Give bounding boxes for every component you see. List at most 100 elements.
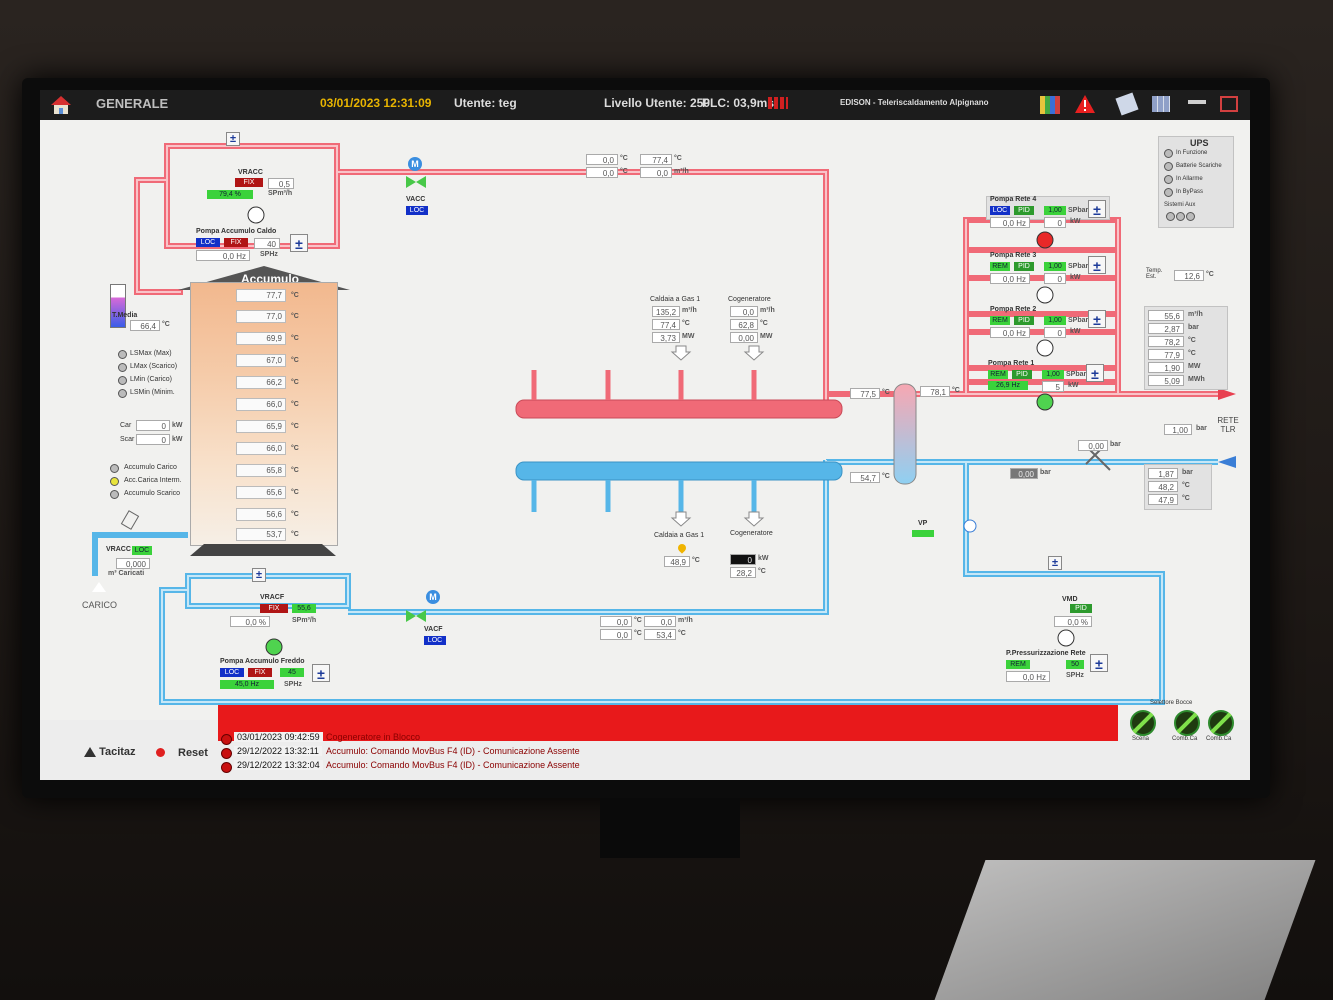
- selector-knob-3[interactable]: [1208, 710, 1234, 736]
- level-label-3: LMin (Carico): [130, 376, 173, 383]
- tacitaz-button[interactable]: Tacitaz: [84, 746, 144, 768]
- back-icon[interactable]: [1188, 100, 1206, 104]
- reset-button[interactable]: Reset: [148, 738, 214, 768]
- pompa-freddo-fix: FIX: [248, 668, 272, 677]
- p-low-value: 0,00: [1010, 468, 1038, 479]
- accumulo-temp-8: 66,0: [236, 442, 286, 455]
- mode-led-2[interactable]: [110, 477, 119, 486]
- carico-arrow-icon: [92, 582, 106, 592]
- vracc-label: VRACC: [238, 169, 263, 176]
- pompa-freddo-adjust-button[interactable]: ±: [312, 664, 330, 682]
- accumulo-temp-5: 66,2: [236, 376, 286, 389]
- pompa-caldo-adjust-button[interactable]: ±: [290, 234, 308, 252]
- selector-knob-1[interactable]: [1130, 710, 1156, 736]
- cold-manifold: [515, 461, 843, 481]
- pump-2-setpoint[interactable]: 1,00: [1044, 316, 1066, 325]
- vacc-motor-icon: M: [408, 157, 422, 171]
- chart-icon[interactable]: [1040, 96, 1060, 114]
- pompa-freddo-label: Pompa Accumulo Freddo: [220, 658, 305, 665]
- accumulo-unit-2: °C: [291, 313, 299, 320]
- pompa-caldo-setpoint[interactable]: 40: [254, 238, 280, 249]
- accumulo-unit-12: °C: [291, 531, 299, 538]
- vracf-value[interactable]: 55,6: [292, 604, 316, 613]
- exit-icon[interactable]: [1220, 96, 1238, 112]
- user-label: Utente: teg: [454, 96, 517, 110]
- caldaia-bottom-temp: 48,9: [664, 556, 690, 567]
- accumulo-temp-1: 77,7: [236, 289, 286, 302]
- pump-3-setpoint[interactable]: 1,00: [1044, 262, 1066, 271]
- vracc-fix-tag: FIX: [235, 178, 263, 187]
- pump-4-setpoint[interactable]: 1,00: [1044, 206, 1066, 215]
- vmd-pid: PID: [1070, 604, 1092, 613]
- pump-2-unit: SPbar: [1068, 317, 1089, 324]
- home-icon[interactable]: [48, 94, 74, 116]
- accumulo-unit-6: °C: [291, 401, 299, 408]
- ups-title: UPS: [1190, 138, 1209, 148]
- accumulo-temp-7: 65,9: [236, 420, 286, 433]
- pompa-freddo-setpoint[interactable]: 45: [280, 668, 304, 677]
- pump-4-hz: 0,0 Hz: [990, 217, 1030, 228]
- reset-icon: [156, 748, 165, 757]
- return-reading-2-unit: °C: [1182, 482, 1190, 489]
- accumulo-temp-11: 56,6: [236, 508, 286, 521]
- caldaia-top-temp: 77,4: [652, 319, 680, 330]
- vracf-label: VRACF: [260, 594, 285, 601]
- pump-1-adjust-button[interactable]: ±: [1086, 364, 1104, 382]
- pump-3-hz: 0,0 Hz: [990, 273, 1030, 284]
- press-mode: REM: [1006, 660, 1030, 669]
- vracc-cold-value: 0,000: [116, 558, 150, 569]
- hydraulic-separator: [893, 383, 917, 485]
- press-adjust-button[interactable]: ±: [1090, 654, 1108, 672]
- vracc-cold-label: VRACC: [106, 546, 131, 553]
- pump-2-kw-unit: kW: [1070, 328, 1081, 335]
- vmd-label: VMD: [1062, 596, 1078, 603]
- car-label: Car: [120, 422, 132, 429]
- top-flow-1: 0,0: [640, 167, 672, 178]
- accumulo-unit-5: °C: [291, 379, 299, 386]
- ups-item-1: In Funzione: [1176, 150, 1208, 156]
- alarm-row-3[interactable]: 29/12/2022 13:32:04 Accumulo: Comando Mo…: [218, 760, 1118, 773]
- vracc-percent: 79,4 %: [207, 190, 253, 199]
- grid-icon[interactable]: [1152, 96, 1170, 112]
- alarm-msg-1: Cogeneratore in Blocco: [326, 732, 421, 742]
- rete-tlr-label: RETE TLR: [1217, 416, 1239, 434]
- vmd-adjust-button[interactable]: ±: [1048, 556, 1062, 570]
- pump-3-adjust-button[interactable]: ±: [1088, 256, 1106, 274]
- reset-label: Reset: [178, 747, 208, 759]
- ups-led-2: [1164, 162, 1173, 171]
- pump-3-kw-unit: kW: [1070, 274, 1081, 281]
- pump-2-adjust-button[interactable]: ±: [1088, 310, 1106, 328]
- accumulo-unit-7: °C: [291, 423, 299, 430]
- selector-label-1: Scena: [1132, 736, 1150, 742]
- hot-pipes: [134, 143, 1221, 411]
- vp-status: [912, 530, 934, 537]
- hot-manifold: [515, 399, 843, 419]
- accumulo-unit-1: °C: [291, 292, 299, 299]
- alarm-row-2[interactable]: 29/12/2022 13:32:11 Accumulo: Comando Mo…: [218, 746, 1118, 759]
- mode-led-1[interactable]: [110, 464, 119, 473]
- vracc-value[interactable]: 0,5: [268, 178, 294, 189]
- alarm-icon[interactable]: [1074, 94, 1096, 114]
- pump-4-kw: 0: [1044, 217, 1066, 228]
- ups-led-1: [1164, 149, 1173, 158]
- alarm-msg-2: Accumulo: Comando MovBus F4 (ID) - Comun…: [326, 746, 580, 756]
- desk-papers: [934, 860, 1316, 1000]
- level-label-1: LSMax (Max): [130, 350, 172, 357]
- vracc-adjust-button[interactable]: ±: [226, 132, 240, 146]
- vracf-adjust-button[interactable]: ±: [252, 568, 266, 582]
- vracf-percent: 0,0 %: [230, 616, 270, 627]
- document-icon[interactable]: [1115, 92, 1139, 116]
- press-setpoint[interactable]: 50: [1066, 660, 1084, 669]
- pump-1-setpoint[interactable]: 1,00: [1042, 370, 1064, 379]
- mode-led-3[interactable]: [110, 490, 119, 499]
- vacf-loc-tag: LOC: [424, 636, 446, 645]
- pump-4-adjust-button[interactable]: ±: [1088, 200, 1106, 218]
- alarm-row-1[interactable]: 03/01/2023 09:42:59 Cogeneratore in Bloc…: [218, 732, 1118, 745]
- accumulo-base: [190, 544, 336, 556]
- accumulo-unit-8: °C: [291, 445, 299, 452]
- caldaia-top-power: 3,73: [652, 332, 680, 343]
- selector-knob-2[interactable]: [1174, 710, 1200, 736]
- accumulo-unit-4: °C: [291, 357, 299, 364]
- alarm-time-1: 03/01/2023 09:42:59: [234, 732, 323, 742]
- level-label-2: LMax (Scarico): [130, 363, 178, 370]
